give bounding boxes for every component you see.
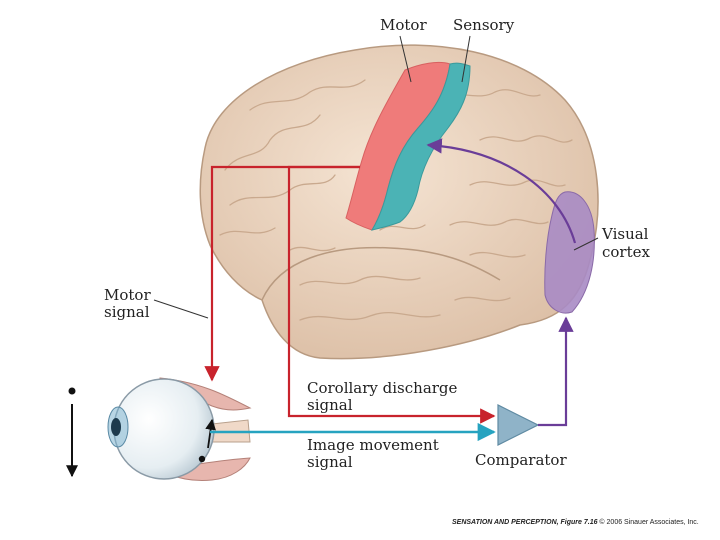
sensory-label-leader <box>461 35 471 83</box>
eyeball <box>113 378 215 480</box>
motor-label-leader <box>399 35 412 83</box>
visual-cortex-label-line2: cortex <box>602 243 650 261</box>
retina-motion-arrow <box>205 418 216 449</box>
comparator-to-visual-arrow <box>538 316 574 427</box>
motor-signal-label-line2: signal <box>104 303 150 321</box>
corollary-discharge-arrow <box>287 165 496 424</box>
retina-image-dot <box>198 455 206 463</box>
sensory-label: Sensory <box>453 16 515 34</box>
comparator-shape <box>497 404 540 446</box>
eye <box>107 377 252 481</box>
motor-signal-label-line1: Motor <box>104 286 151 304</box>
visual-label-leader <box>573 237 599 251</box>
credit-figure: Figure 7.16 <box>558 519 598 526</box>
visual-cortex-label-line1: Visual <box>602 225 649 243</box>
credit-title: SENSATION AND PERCEPTION, <box>452 519 559 526</box>
motor-label: Motor <box>380 16 427 34</box>
motor-signal-leader <box>153 299 209 319</box>
comparator-label: Comparator <box>475 451 567 469</box>
credit-copyright: © 2006 Sinauer Associates, Inc. <box>597 519 699 526</box>
eye-muscle-lower <box>167 457 251 481</box>
corollary-discharge-label-line2: signal <box>307 396 353 414</box>
visual-cortex <box>544 191 595 314</box>
corollary-discharge-label-line1: Corollary discharge <box>307 379 458 397</box>
sensory-cortex <box>370 62 471 231</box>
brain <box>199 44 599 360</box>
brain-temporal-lobe <box>261 246 501 301</box>
pupil <box>111 418 121 436</box>
image-movement-label-line2: signal <box>307 453 353 471</box>
object-motion-indicator <box>66 387 78 478</box>
object-dot <box>68 387 76 395</box>
visual-to-sensory-arrow <box>426 138 577 244</box>
image-movement-label-line1: Image movement <box>307 436 439 454</box>
figure-credit: SENSATION AND PERCEPTION, Figure 7.16 © … <box>452 519 699 526</box>
